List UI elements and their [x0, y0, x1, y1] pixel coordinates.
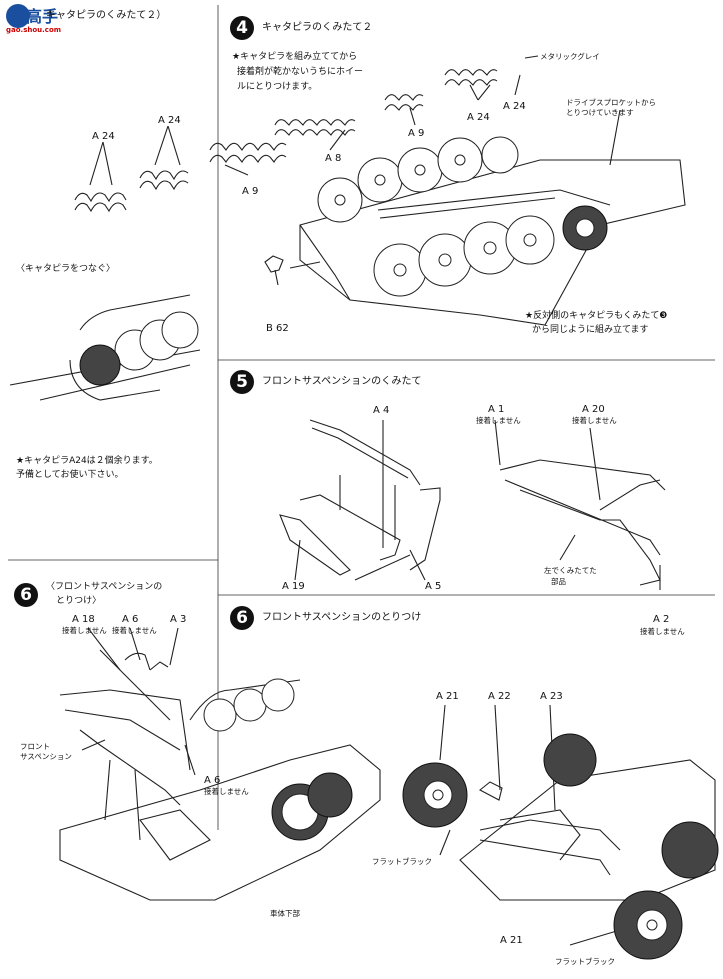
part-label-a24-mid: A 24: [158, 115, 181, 126]
part-label-a21-bottom: A 21: [500, 935, 523, 946]
step6a-title-line-1: 〈フロントサスペンションの: [46, 582, 163, 592]
a20-no-glue-note: 接着しません: [572, 416, 617, 425]
part-label-a6-top: A 6: [122, 614, 139, 625]
logo-badge-icon: [6, 4, 30, 28]
part-label-a4: A 4: [373, 405, 390, 416]
step-number-6-left: 6: [14, 583, 38, 607]
step4-note-line-2: 接着剤が乾かないうちにホイー: [237, 67, 364, 77]
step6a-title-line-2: とりつけ〉: [56, 596, 102, 606]
sprocket-note-line-2: とりつけていきます: [566, 108, 634, 117]
step-number-6-right: 6: [230, 606, 254, 630]
lower-hull-label: 車体下部: [270, 909, 300, 918]
part-label-a8: A 8: [325, 153, 342, 164]
step5-title: フロントサスペンションのくみたて: [262, 376, 422, 387]
flat-black-note-top: フラットブラック: [372, 857, 432, 866]
left-built-note-line-2: 部品: [551, 577, 566, 586]
part-label-a24-left: A 24: [92, 131, 115, 142]
part-label-a19: A 19: [282, 581, 305, 592]
a6-top-no-glue-note: 接着しません: [112, 626, 157, 635]
front-suspension-label-line-1: フロント: [20, 742, 50, 751]
part-label-a24-far: A 24: [503, 101, 526, 112]
part-label-a22: A 22: [488, 691, 511, 702]
step6b-title: フロントサスペンションのとりつけ: [262, 612, 422, 623]
a18-no-glue-note: 接着しません: [62, 626, 107, 635]
left-built-note-line-1: 左でくみたてた: [544, 566, 597, 575]
front-suspension-label-line-2: サスペンション: [20, 752, 72, 761]
step-number-5: 5: [230, 370, 254, 394]
connect-tracks-label: 〈キャタピラをつなぐ〉: [16, 264, 116, 274]
part-label-a18: A 18: [72, 614, 95, 625]
part-label-a9-left: A 9: [242, 186, 259, 197]
part-label-a5: A 5: [425, 581, 442, 592]
part-label-a23: A 23: [540, 691, 563, 702]
part-label-a2: A 2: [653, 614, 670, 625]
flat-black-note-bottom: フラットブラック: [555, 957, 615, 966]
part-label-a1: A 1: [488, 404, 505, 415]
watermark-title: 高手: [26, 7, 59, 26]
step4-note-line-1: ★キャタピラを組み立ててから: [232, 52, 358, 62]
spare-note-line-2: 予備としてお使い下さい。: [16, 470, 124, 480]
spare-note-line-1: ★キャタピラA24は２個余ります。: [16, 456, 158, 466]
part-label-a3: A 3: [170, 614, 187, 625]
opposite-side-line-2: から同じように組み立てます: [532, 325, 649, 335]
part-label-a6-bottom: A 6: [204, 775, 221, 786]
opposite-side-line-1: ★反対側のキャタピラもくみたて❸: [525, 311, 668, 321]
part-label-a9-right: A 9: [408, 128, 425, 139]
step4-title: キャタピラのくみたて２: [262, 22, 373, 33]
part-label-b62: B 62: [266, 323, 289, 334]
watermark-url: gao.shou.com: [6, 26, 62, 34]
part-label-a21-top: A 21: [436, 691, 459, 702]
section-label-track-assembly: キャタピラのくみたて２）: [46, 10, 167, 21]
step4-note-line-3: ルにとりつけます。: [237, 82, 318, 92]
watermark-logo: 高手 gao.shou.com: [6, 4, 68, 34]
a1-no-glue-note: 接着しません: [476, 416, 521, 425]
part-label-a24-right: A 24: [467, 112, 490, 123]
step-number-4: 4: [230, 16, 254, 40]
a6-bottom-no-glue-note: 接着しません: [204, 787, 249, 796]
sprocket-note-line-1: ドライブスプロケットから: [566, 98, 656, 107]
part-label-a20: A 20: [582, 404, 605, 415]
a2-no-glue-note: 接着しません: [640, 627, 685, 636]
color-note-metallic-grey: メタリックグレイ: [540, 52, 600, 61]
